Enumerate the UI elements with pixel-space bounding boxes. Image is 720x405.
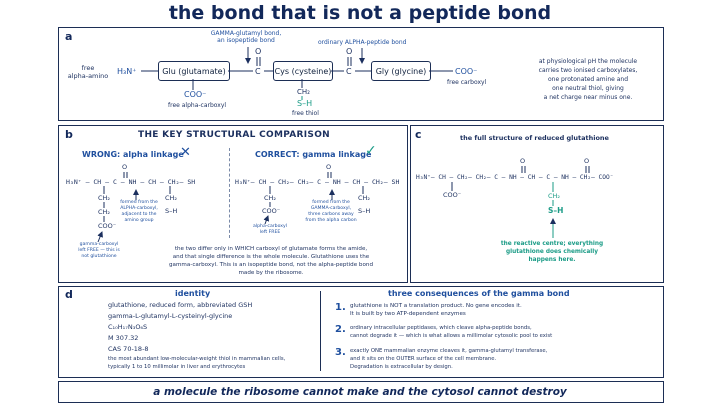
wrong-gamma-coo: COO⁻ bbox=[98, 222, 117, 230]
carbonyl-o-1: O bbox=[255, 47, 262, 56]
consequence-3-number: 3. bbox=[335, 347, 346, 358]
correct-formula: H₃N⁺– CH – CH₂– CH₂– C – NH – CH – CH₂– … bbox=[235, 178, 400, 186]
wrong-heading: WRONG: alpha linkage bbox=[82, 150, 184, 159]
wrong-ch2: CH₂ bbox=[98, 194, 111, 202]
carbonyl-o-2: O bbox=[346, 47, 353, 56]
correct-carbonyl-o: O bbox=[326, 163, 332, 171]
charge-note: at physiological pH the molecule carries… bbox=[538, 58, 638, 101]
comparison-heading: THE KEY STRUCTURAL COMPARISON bbox=[138, 130, 330, 140]
gsh-carbonyl-o-2: O bbox=[584, 157, 590, 165]
gly-carboxylate: COO⁻ bbox=[455, 67, 478, 76]
panel-c bbox=[410, 125, 664, 283]
gamma-bond-label: GAMMA-glutamyl bond, an isopeptide bond bbox=[210, 30, 282, 44]
panel-d bbox=[58, 286, 664, 378]
panel-a-label: a bbox=[65, 30, 73, 43]
gsh-alpha-coo: COO⁻ bbox=[443, 191, 462, 199]
cys-label: Cys (cysteine) bbox=[274, 66, 332, 76]
correct-check-icon: ✓ bbox=[365, 143, 377, 159]
identity-line-4: M 307.32 bbox=[108, 334, 139, 342]
identity-note: the most abundant low-molecular-weight t… bbox=[108, 356, 286, 370]
free-thiol-label: free thiol bbox=[292, 110, 319, 117]
identity-line-5: CAS 70-18-8 bbox=[108, 345, 149, 353]
carbonyl-c-1: C bbox=[255, 67, 261, 76]
gsh-formula: H₃N⁺– CH – CH₂– CH₂– C – NH – CH – C – N… bbox=[416, 174, 614, 181]
alpha-bond-label: ordinary ALPHA-peptide bond bbox=[318, 39, 407, 46]
formed-gamma-note: formed from the GAMMA-carboxyl, three ca… bbox=[305, 200, 357, 223]
comparison-divider bbox=[229, 148, 230, 238]
correct-alpha-coo: COO⁻ bbox=[262, 207, 281, 215]
consequence-1-number: 1. bbox=[335, 302, 346, 313]
reactive-centre-caption: the reactive centre; everything glutathi… bbox=[500, 241, 604, 263]
gamma-left-free-note: gamma-carboxyl left FREE — this is not g… bbox=[78, 242, 120, 259]
gsh-thiol: S–H bbox=[548, 206, 564, 215]
identity-line-2: gamma-L-glutamyl-L-cysteinyl-glycine bbox=[108, 312, 233, 320]
page-title: the bond that is not a peptide bond bbox=[168, 2, 552, 24]
identity-line-3: C₁₀H₁₇N₃O₆S bbox=[108, 323, 148, 331]
glu-residue-box: Glu (glutamate) bbox=[158, 61, 230, 81]
amine-group: H₃N⁺ bbox=[117, 67, 137, 76]
footer-tagline: a molecule the ribosome cannot make and … bbox=[153, 386, 567, 398]
comparison-summary: the two differ only in WHICH carboxyl of… bbox=[169, 246, 373, 276]
panel-d-divider bbox=[320, 291, 321, 371]
correct-arrow-alpha bbox=[263, 215, 270, 225]
consequences-heading: three consequences of the gamma bond bbox=[388, 289, 570, 298]
free-alpha-carboxyl-label: free alpha-carboxyl bbox=[168, 102, 227, 109]
cys-ch2: CH₂ bbox=[297, 88, 310, 96]
free-carboxyl-label: free carboxyl bbox=[447, 79, 487, 86]
identity-heading: identity bbox=[175, 289, 211, 298]
consequence-3-text: exactly ONE mammalian enzyme cleaves it,… bbox=[350, 348, 548, 370]
wrong-cys-ch2: CH₂ bbox=[165, 194, 178, 202]
gly-label: Gly (glycine) bbox=[375, 66, 427, 76]
panel-b bbox=[58, 125, 408, 283]
wrong-cross-icon: ✕ bbox=[180, 145, 191, 160]
consequence-2-number: 2. bbox=[335, 324, 346, 335]
wrong-arrow-gamma bbox=[97, 231, 103, 243]
gsh-carbonyl-o-1: O bbox=[520, 157, 526, 165]
panel-c-label: c bbox=[415, 128, 422, 141]
consequence-2-text: ordinary intracellular peptidases, which… bbox=[350, 325, 553, 339]
correct-heading: CORRECT: gamma linkage bbox=[255, 150, 372, 159]
cys-thiol: S–H bbox=[297, 99, 313, 108]
correct-cys-sh: S–H bbox=[358, 207, 371, 215]
panel-b-label: b bbox=[65, 128, 73, 141]
correct-cys-ch2: CH₂ bbox=[358, 194, 371, 202]
wrong-formula: H₃N⁺ – CH – C – NH – CH – CH₂– SH bbox=[66, 178, 196, 186]
gsh-ch2: CH₂ bbox=[548, 192, 561, 200]
consequence-1-text: glutathione is NOT a translation product… bbox=[350, 303, 522, 317]
free-alpha-amino-label: free alpha-amino bbox=[67, 64, 109, 80]
structure-heading: the full structure of reduced glutathion… bbox=[460, 134, 609, 142]
glu-label: Glu (glutamate) bbox=[162, 66, 226, 76]
glu-carboxylate: COO⁻ bbox=[184, 90, 207, 99]
alpha-left-free-note: alpha-carboxyl left FREE bbox=[253, 224, 287, 235]
wrong-ch2-b: CH₂ bbox=[98, 208, 111, 216]
identity-line-1: glutathione, reduced form, abbreviated G… bbox=[108, 301, 253, 309]
footer-frame bbox=[58, 381, 664, 403]
panel-d-label: d bbox=[65, 288, 73, 301]
formed-alpha-note: formed from the ALPHA-carboxyl, adjacent… bbox=[120, 200, 158, 223]
carbonyl-c-2: C bbox=[346, 67, 352, 76]
wrong-cys-sh: S–H bbox=[165, 207, 178, 215]
correct-ch2: CH₂ bbox=[264, 194, 277, 202]
wrong-carbonyl-o: O bbox=[122, 163, 128, 171]
